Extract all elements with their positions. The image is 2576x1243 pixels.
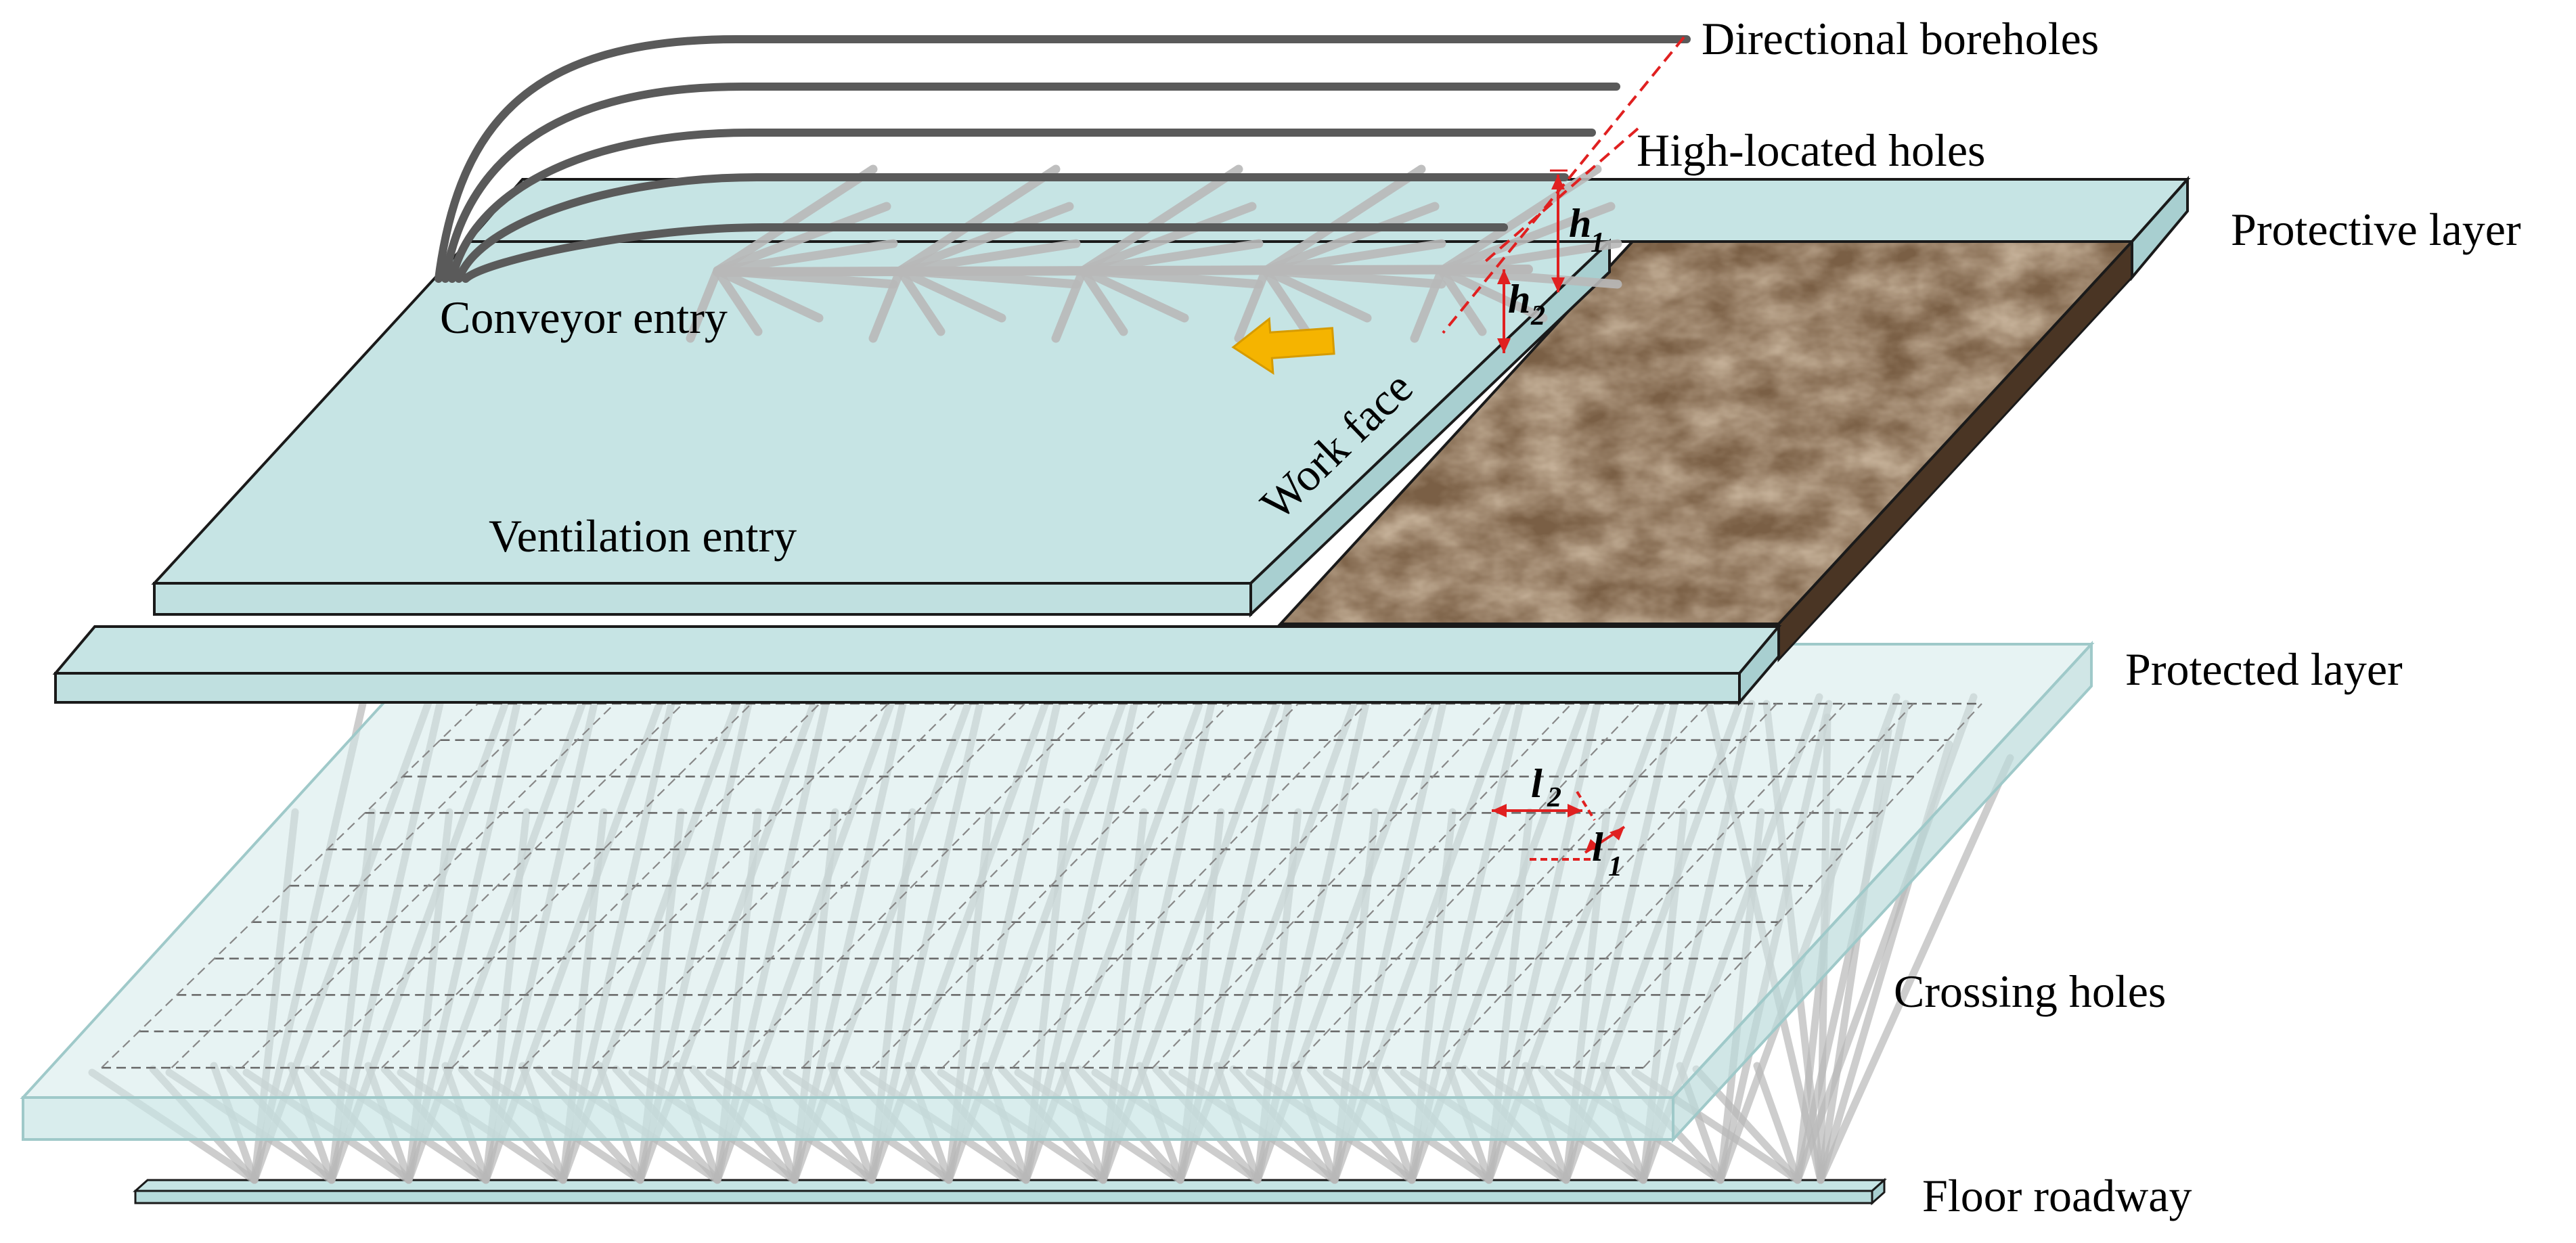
- l1-label: l 1: [1592, 825, 1622, 882]
- protective-layer-label: Protective layer: [2231, 204, 2521, 255]
- svg-text:l: l: [1592, 825, 1603, 869]
- directional-borehole: [448, 129, 1596, 283]
- ventilation-entry-label: Ventilation entry: [489, 510, 797, 562]
- grid-column-line: [592, 703, 957, 1068]
- grid-column-line: [101, 703, 479, 1068]
- grid-column-line: [661, 703, 1025, 1068]
- high-hole: [713, 266, 763, 336]
- high-hole: [1234, 266, 1270, 343]
- left-arrow-icon: [1231, 317, 1335, 376]
- hole-spacing-dimensions: [1492, 790, 1626, 861]
- high-hole: [713, 266, 898, 289]
- high-hole: [1078, 266, 1128, 336]
- high-hole: [713, 239, 898, 275]
- high-hole: [895, 266, 1006, 323]
- high-hole: [1078, 202, 1257, 275]
- high-hole: [895, 266, 946, 336]
- crossing-hole: [1753, 1062, 1802, 1184]
- grid-column-line: [1292, 703, 1641, 1068]
- protected-layer-bar: [52, 623, 1782, 706]
- high-hole: [1437, 239, 1622, 275]
- directional-boreholes-label: Directional boreholes: [1702, 13, 2099, 64]
- grid-column-line: [241, 703, 615, 1068]
- high-hole: [713, 164, 878, 275]
- high-hole: [1051, 266, 1088, 343]
- high-hole: [713, 266, 824, 323]
- floor-roadway: [133, 1177, 1887, 1206]
- protected-layer-label: Protected layer: [2125, 643, 2403, 695]
- high-hole: [1078, 239, 1264, 275]
- high-hole: [1437, 266, 1622, 289]
- high-hole: [895, 266, 1081, 289]
- high-hole: [895, 164, 1061, 275]
- high-hole: [1261, 202, 1440, 275]
- high-hole: [1437, 202, 1616, 275]
- l2-label: l 2: [1531, 761, 1561, 813]
- grid-column-line: [171, 703, 547, 1068]
- grid-column-line: [1432, 703, 1777, 1068]
- protected-layer: [20, 640, 2095, 1144]
- high-hole: [1261, 266, 1446, 289]
- svg-text:h: h: [1569, 201, 1591, 246]
- high-hole: [1261, 239, 1446, 275]
- svg-text:l: l: [1531, 761, 1542, 806]
- grid-column-line: [1643, 703, 1982, 1068]
- high-hole: [1078, 164, 1243, 275]
- height-dimensions: [1497, 169, 1568, 353]
- grid-column-line: [1152, 703, 1504, 1068]
- grid-column-line: [381, 703, 752, 1068]
- grid-column-line: [732, 703, 1094, 1068]
- grid-column-line: [941, 703, 1299, 1068]
- conveyor-entry-label: Conveyor entry: [440, 292, 728, 343]
- high-hole: [1078, 266, 1189, 323]
- high-hole: [868, 266, 905, 343]
- svg-text:h: h: [1508, 277, 1530, 321]
- svg-text:1: 1: [1591, 227, 1605, 258]
- high-located-holes-label: High-located holes: [1637, 125, 1986, 176]
- floor-roadway-label: Floor roadway: [1922, 1170, 2192, 1221]
- directional-boreholes: [435, 35, 1691, 283]
- crossing-hole: [1817, 754, 2014, 1184]
- high-hole: [895, 239, 1081, 275]
- grid-column-line: [311, 703, 684, 1068]
- high-hole: [1261, 266, 1372, 323]
- high-hole: [1410, 266, 1446, 343]
- svg-text:2: 2: [1547, 782, 1561, 813]
- grid-column-line: [1362, 703, 1709, 1068]
- high-hole: [895, 202, 1074, 275]
- grid-column-line: [451, 703, 820, 1068]
- svg-text:2: 2: [1530, 300, 1545, 332]
- directional-borehole: [441, 83, 1620, 283]
- drilling-grid: [101, 702, 1982, 1069]
- high-hole: [686, 266, 722, 343]
- grid-column-line: [1572, 703, 1914, 1068]
- crossing-holes-label: Crossing holes: [1894, 966, 2166, 1017]
- svg-text:1: 1: [1608, 851, 1622, 882]
- high-hole: [1437, 266, 1548, 323]
- grid-column-line: [1222, 703, 1572, 1068]
- grid-column-line: [521, 703, 889, 1068]
- directional-borehole: [462, 223, 1508, 283]
- high-located-holes-fans: [686, 164, 1622, 343]
- high-hole: [1437, 266, 1487, 336]
- high-hole: [713, 202, 891, 275]
- directional-borehole: [455, 173, 1569, 283]
- h1-label: h 1: [1569, 201, 1605, 258]
- h2-label: h 2: [1508, 277, 1545, 332]
- grid-column-line: [801, 703, 1162, 1068]
- high-hole: [1078, 266, 1264, 289]
- grid-column-line: [1082, 703, 1436, 1068]
- grid-column-line: [1503, 703, 1846, 1068]
- high-hole: [1261, 266, 1311, 336]
- grid-column-line: [872, 703, 1230, 1068]
- grid-column-line: [1012, 703, 1367, 1068]
- directional-borehole: [435, 35, 1691, 283]
- high-hole: [1261, 164, 1426, 275]
